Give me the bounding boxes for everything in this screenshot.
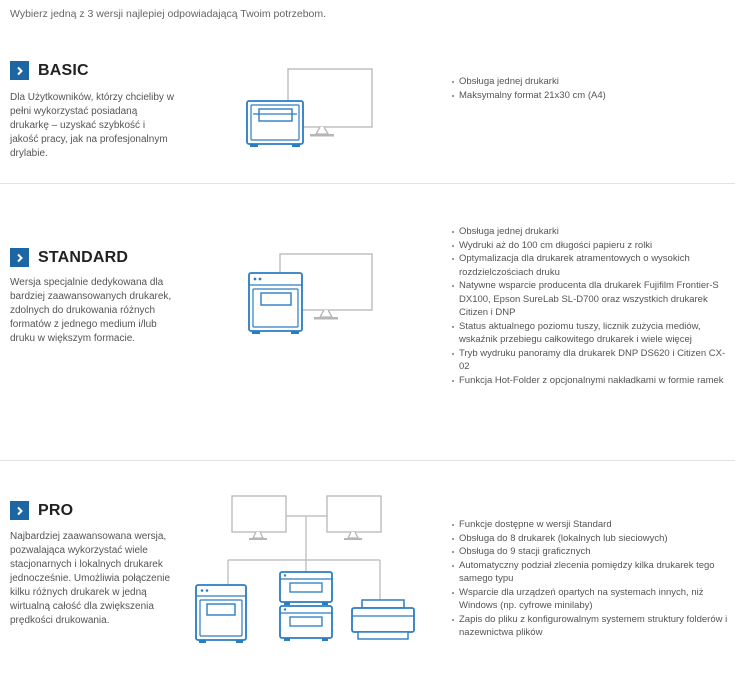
tier-title: BASIC	[38, 61, 89, 79]
section-divider	[0, 460, 735, 461]
tier-description: Wersja specjalnie dedykowana dla bardzie…	[10, 277, 172, 344]
list-item: Funkcja Hot-Folder z opcjonalnymi nakład…	[452, 374, 732, 388]
chevron-right-icon	[10, 501, 29, 520]
list-item: Zapis do pliku z konfigurowalnym systeme…	[452, 613, 732, 640]
list-item: Automatyczny podział zlecenia pomiędzy k…	[452, 559, 732, 586]
list-item: Obsługa do 8 drukarek (lokalnych lub sie…	[452, 532, 732, 546]
list-item: Obsługa jednej drukarki	[452, 75, 732, 89]
list-item: Optymalizacja dla drukarek atramentowych…	[452, 252, 732, 279]
tier-description: Najbardziej zaawansowana wersja, pozwala…	[10, 531, 171, 626]
tier-features-pro: Funkcje dostępne w wersji Standard Obsłu…	[452, 518, 732, 640]
tier-description: Dla Użytkowników, którzy chcieliby w peł…	[10, 92, 174, 159]
tier-title: STANDARD	[38, 248, 129, 266]
list-item: Status aktualnego poziomu tuszy, licznik…	[452, 320, 732, 347]
section-divider	[0, 183, 735, 184]
list-item: Tryb wydruku panoramy dla drukarek DNP D…	[452, 347, 732, 374]
network-printers-illustration	[195, 495, 415, 643]
list-item: Funkcje dostępne w wersji Standard	[452, 518, 732, 532]
list-item: Natywne wsparcie producenta dla drukarek…	[452, 279, 732, 320]
chevron-right-icon	[10, 61, 29, 80]
list-item: Obsługa jednej drukarki	[452, 225, 732, 239]
single-printer-monitor-illustration	[246, 68, 373, 147]
standard-printer-monitor-illustration	[248, 253, 373, 334]
list-item: Obsługa do 9 stacji graficznych	[452, 545, 732, 559]
tier-header-pro: PRO	[10, 501, 73, 520]
tier-header-standard: STANDARD	[10, 248, 128, 267]
list-item: Wsparcie dla urządzeń opartych na system…	[452, 586, 732, 613]
list-item: Wydruki aż do 100 cm długości papieru z …	[452, 239, 732, 253]
chevron-right-icon	[10, 248, 29, 267]
tier-features-basic: Obsługa jednej drukarki Maksymalny forma…	[452, 75, 732, 102]
tier-features-standard: Obsługa jednej drukarki Wydruki aż do 10…	[452, 225, 732, 387]
list-item: Maksymalny format 21x30 cm (A4)	[452, 89, 732, 103]
intro-text: Wybierz jedną z 3 wersji najlepiej odpow…	[10, 8, 327, 20]
tier-header-basic: BASIC	[10, 61, 89, 80]
tier-title: PRO	[38, 501, 74, 519]
